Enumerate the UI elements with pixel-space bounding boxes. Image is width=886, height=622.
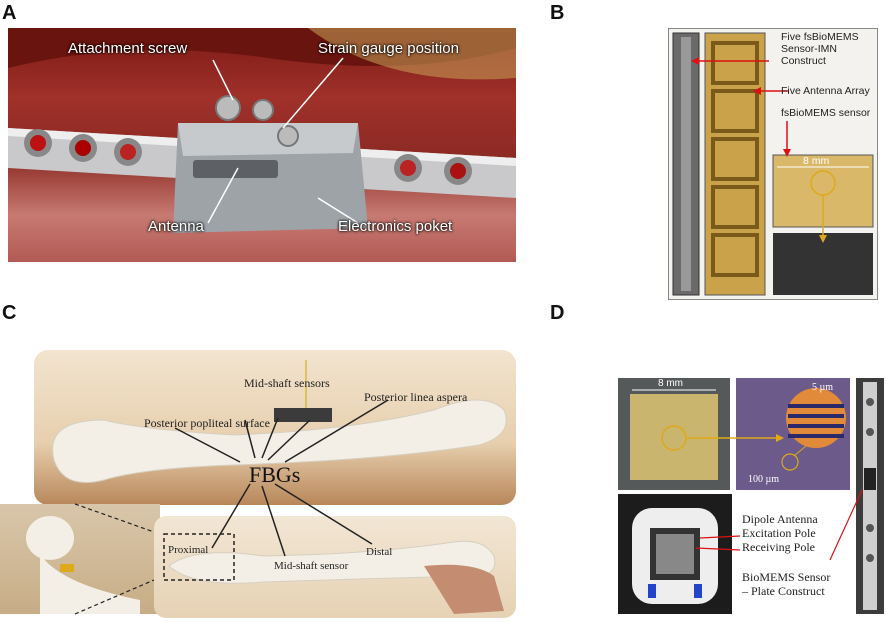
- scale-d-100um: 100 µm: [748, 474, 780, 485]
- label-receiving-pole: Receiving Pole: [742, 540, 815, 554]
- panel-d-plate-photo: [856, 378, 884, 614]
- label-dipole-antenna: Dipole Antenna: [742, 512, 818, 526]
- panel-c-photo-bottom: Proximal Mid-shaft sensor Distal: [154, 516, 516, 618]
- label-proximal: Proximal: [168, 544, 209, 556]
- implant-illustration: [8, 28, 516, 233]
- label-antenna-array: Five Antenna Array: [781, 85, 870, 97]
- label-strain-gauge: Strain gauge position: [318, 40, 459, 57]
- scale-b-8mm: 8 mm: [803, 155, 830, 167]
- panel-letter-d: D: [550, 302, 565, 324]
- label-distal: Distal: [366, 546, 393, 558]
- label-mid-shaft-sensors: Mid-shaft sensors: [244, 376, 330, 390]
- sensor-array-illustration: [672, 32, 874, 296]
- panel-letter-a: A: [2, 2, 17, 24]
- label-posterior-popliteal: Posterior popliteal surface: [144, 416, 270, 430]
- panel-b-frame: Five fsBioMEMS Sensor-IMN Construct Five…: [668, 28, 878, 300]
- panel-c-photo-top: Mid-shaft sensors Posterior popliteal su…: [34, 350, 516, 505]
- panel-letter-b: B: [550, 2, 565, 24]
- label-posterior-linea: Posterior linea aspera: [364, 390, 468, 404]
- panel-c-photo-left: [0, 504, 160, 614]
- microstructure: [781, 388, 846, 471]
- scale-d-5um: 5 µm: [812, 382, 834, 393]
- panel-d-sensor-photo: 8 mm: [618, 378, 730, 490]
- label-excitation-pole: Excitation Pole: [742, 526, 816, 540]
- femur-bottom-illustration: [163, 533, 504, 614]
- panel-letter-c: C: [2, 302, 17, 324]
- label-fbgs: FBGs: [249, 462, 301, 487]
- label-attachment-screw: Attachment screw: [68, 40, 188, 57]
- sensor-square: [630, 389, 718, 480]
- label-antenna: Antenna: [148, 218, 204, 235]
- label-construct: Five fsBioMEMS Sensor-IMN Construct: [781, 31, 859, 67]
- scale-d-8mm: 8 mm: [658, 378, 683, 389]
- antenna-fixture: [632, 508, 718, 604]
- femur-head-illustration: [26, 516, 140, 614]
- label-fsbiomems-sensor: fsBioMEMS sensor: [781, 107, 871, 119]
- panel-d-micro-photo: 5 µm 100 µm: [736, 378, 850, 490]
- panel-d-antenna-photo: [618, 494, 732, 614]
- label-biomems-sensor: BioMEMS Sensor: [742, 570, 831, 584]
- panel-a-photo: Attachment screw Strain gauge position A…: [8, 28, 516, 262]
- label-electronics: Electronics poket: [338, 218, 453, 235]
- label-mid-shaft-sensor: Mid-shaft sensor: [274, 560, 349, 572]
- label-plate-construct: – Plate Construct: [742, 584, 825, 598]
- plate-construct: [863, 382, 877, 610]
